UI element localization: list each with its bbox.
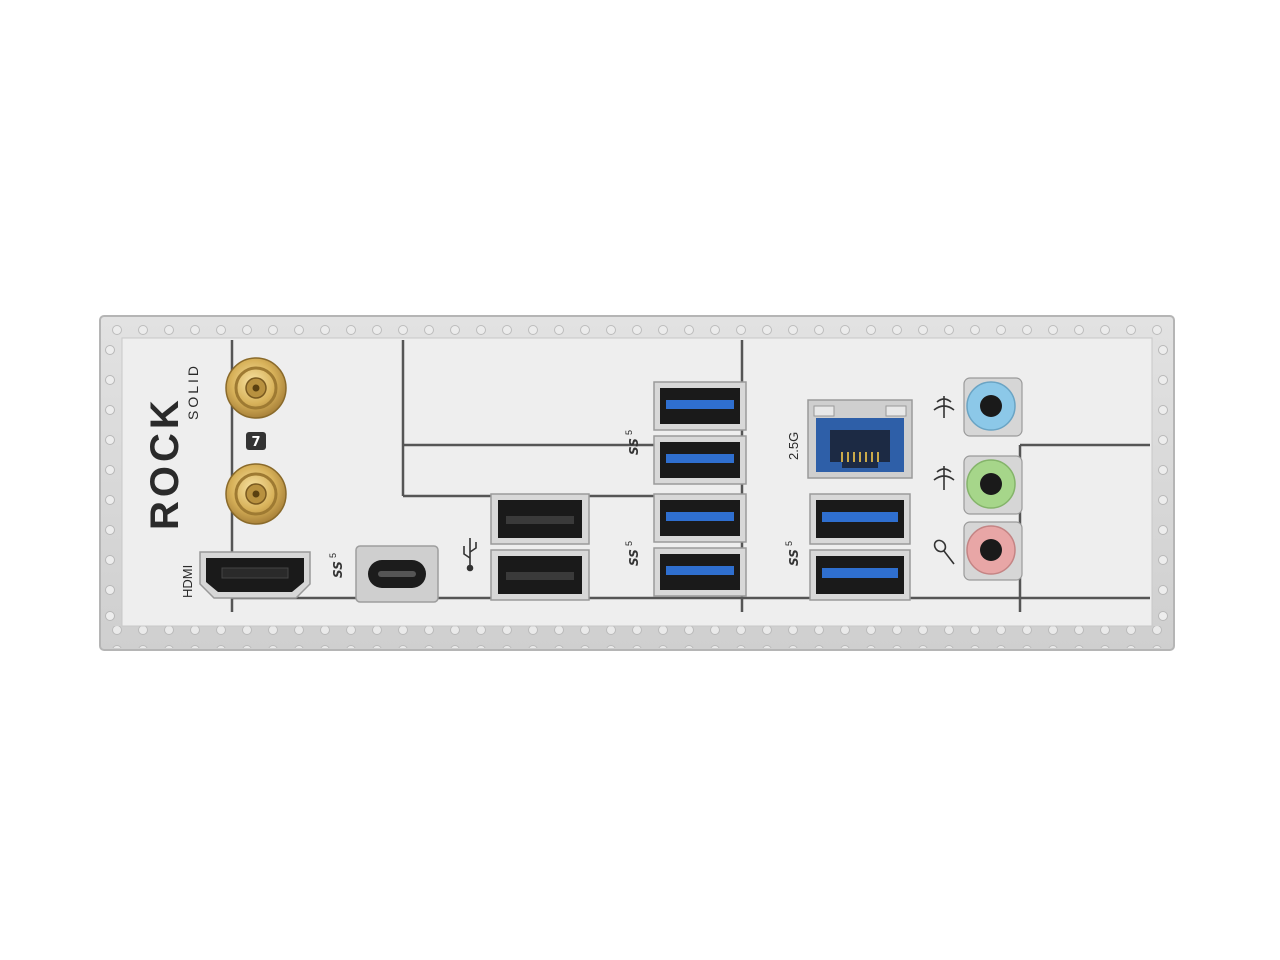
line-out-icon	[933, 466, 955, 490]
microphone-icon	[933, 539, 955, 565]
ss-label-text: SS	[627, 438, 641, 455]
usb3-port-center-2[interactable]	[653, 435, 747, 485]
brand-logo-text: ROCK	[143, 396, 187, 530]
ss-label-text: SS	[331, 561, 345, 578]
usb-c-port[interactable]	[355, 545, 439, 603]
usb2-port-top[interactable]	[490, 493, 590, 545]
ethernet-port[interactable]	[807, 399, 913, 479]
usb3-center-bottom-ss-label: SS 5	[624, 541, 641, 566]
ss-gen-text: 5	[624, 541, 634, 546]
svg-text:7: 7	[251, 435, 260, 450]
usb3-port-center-3[interactable]	[653, 493, 747, 543]
usb3-port-center-1[interactable]	[653, 381, 747, 431]
ss-label-text: SS	[787, 549, 801, 566]
usb-c-ss-label: SS 5	[328, 553, 345, 578]
usb2-port-bottom[interactable]	[490, 549, 590, 601]
usb3-port-center-4[interactable]	[653, 547, 747, 597]
audio-jack-line-out[interactable]	[963, 455, 1023, 515]
frame-side-studs	[105, 345, 1168, 621]
usb2-icon	[463, 538, 477, 572]
usb3-center-top-ss-label: SS 5	[624, 430, 641, 455]
audio-jack-line-in[interactable]	[963, 377, 1023, 437]
hdmi-label: HDMI	[180, 565, 195, 598]
wifi-antenna-2[interactable]	[225, 463, 287, 525]
usb3-port-right-1[interactable]	[809, 493, 911, 545]
ss-label-text: SS	[627, 549, 641, 566]
ss-gen-text: 5	[624, 430, 634, 435]
wifi-antenna-1[interactable]	[225, 357, 287, 419]
ss-gen-text: 5	[784, 541, 794, 546]
line-in-icon	[933, 396, 955, 418]
ss-gen-text: 5	[328, 553, 338, 558]
lan-speed-label: 2.5G	[786, 432, 801, 460]
hdmi-port[interactable]	[199, 551, 311, 599]
usb3-port-right-2[interactable]	[809, 549, 911, 601]
brand-logo-subtext: SOLID	[185, 363, 201, 420]
usb3-right-ss-label: SS 5	[784, 541, 801, 566]
brand-logo: ROCK SOLID	[143, 363, 201, 530]
audio-jack-mic[interactable]	[963, 521, 1023, 581]
wifi7-badge: 7	[246, 432, 266, 450]
